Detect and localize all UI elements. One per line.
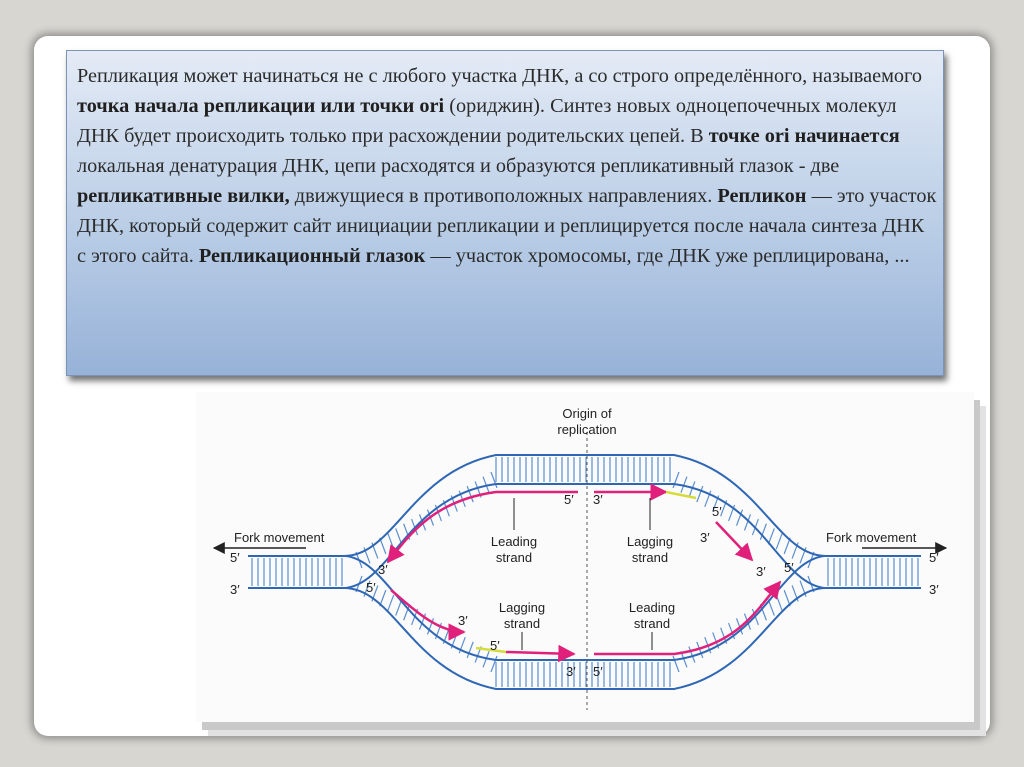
- base-pair-rung: [775, 594, 783, 612]
- bold-term: Репликон: [717, 185, 807, 207]
- base-pair-rung: [767, 599, 775, 616]
- prime-left-fork-b: 5′: [366, 580, 376, 595]
- prime-left-bottom: 3′: [230, 582, 240, 597]
- description-paragraph: Репликация может начинаться не с любого …: [77, 61, 937, 271]
- prime-right-fork-d: 5′: [784, 560, 794, 575]
- base-pair-rung: [696, 641, 704, 659]
- leading-strand-upper-label2: strand: [496, 550, 532, 565]
- leading-strand-upper-label1: Leading: [491, 534, 537, 549]
- base-pair-rung: [379, 537, 387, 555]
- lower-primer: [475, 646, 507, 654]
- prime-left-fork-c: 3′: [458, 613, 468, 628]
- base-pair-rung: [482, 651, 490, 668]
- base-pair-rung: [466, 485, 474, 503]
- bottom-template-strand: [345, 555, 921, 661]
- prime-right-fork-a: 5′: [712, 504, 722, 519]
- prime-right-bottom: 3′: [929, 582, 939, 597]
- base-pair-rung: [735, 509, 744, 526]
- top-template-strand: [248, 483, 825, 589]
- base-pair-rung: [783, 589, 791, 607]
- text-run: движущиеся в противоположных направления…: [289, 185, 718, 207]
- text-run: локальная денатурация ДНК, цепи расходят…: [77, 155, 840, 177]
- prime-upper-center-right: 3′: [593, 492, 603, 507]
- lower-leading-new-strand: [594, 580, 782, 656]
- base-pair-rung: [387, 594, 395, 612]
- lagging-strand-upper-label2: strand: [632, 550, 668, 565]
- base-pair-rung: [466, 641, 474, 659]
- prime-upper-center-left: 5′: [564, 492, 574, 507]
- prime-lower-center-right: 5′: [593, 664, 603, 679]
- base-pair-rung: [743, 514, 752, 531]
- base-pair-rung: [783, 537, 791, 555]
- base-pair-rung: [767, 528, 775, 545]
- base-pair-rung: [490, 655, 498, 673]
- prime-right-top: 5′: [929, 550, 939, 565]
- base-pair-rung: [696, 485, 704, 503]
- base-pair-rungs: [251, 457, 919, 687]
- base-pair-rung: [688, 646, 696, 663]
- text-run: — участок хромосомы, где ДНК уже реплици…: [425, 245, 910, 267]
- bold-term: точке ori начинается: [708, 125, 900, 147]
- leading-strand-lower-label1: Leading: [629, 600, 675, 615]
- base-pair-rung: [387, 532, 395, 550]
- base-pair-rung: [672, 655, 680, 673]
- bold-term: Репликационный глазок: [198, 245, 426, 267]
- base-pair-rung: [680, 476, 688, 493]
- text-run: (ориджин). Синтез новых одноцепочечных м…: [77, 95, 897, 147]
- upper-lagging-new-strand-2: [715, 521, 754, 562]
- fork-right-label: Fork movement: [826, 530, 917, 545]
- prime-left-fork-d: 5′: [490, 638, 500, 653]
- base-pair-rung: [775, 532, 783, 550]
- lower-lagging-new-strand-2: [505, 644, 576, 663]
- base-pair-rung: [403, 604, 411, 621]
- lagging-strand-lower-label2: strand: [504, 616, 540, 631]
- text-run: Репликация может начинаться не с любого …: [77, 65, 923, 87]
- base-pair-rung: [482, 476, 490, 493]
- prime-left-top: 5′: [230, 550, 240, 565]
- top-parent-strand: [248, 454, 921, 557]
- text-box: Репликация может начинаться не с любого …: [66, 50, 944, 376]
- prime-lower-center-left: 3′: [566, 664, 576, 679]
- bold-term: репликативные вилки,: [77, 185, 290, 207]
- bold-term: точка начала репликации или точки ori: [77, 95, 445, 117]
- text-run: — это участок ДНК, который содержит сайт…: [77, 185, 937, 267]
- origin-label-line2: replication: [557, 422, 616, 437]
- origin-label-line1: Origin of: [562, 406, 612, 421]
- leading-strand-lower-label2: strand: [634, 616, 670, 631]
- lower-lagging-new-strand-1: [390, 589, 466, 641]
- upper-primer: [665, 490, 697, 500]
- lagging-strand-upper-label1: Lagging: [627, 534, 673, 549]
- base-pair-rung: [395, 528, 403, 545]
- bottom-parent-strand: [248, 587, 921, 690]
- prime-right-fork-c: 3′: [756, 564, 766, 579]
- fork-left-label: Fork movement: [234, 530, 325, 545]
- prime-right-fork-b: 3′: [700, 530, 710, 545]
- base-pair-rung: [395, 599, 403, 616]
- upper-leading-new-strand: [386, 490, 578, 564]
- base-pair-rung: [672, 471, 680, 489]
- base-pair-rung: [688, 481, 696, 498]
- prime-left-fork-a: 3′: [378, 562, 388, 577]
- base-pair-rung: [379, 589, 387, 607]
- replication-diagram: Origin of replication Fork movement Fork…: [212, 406, 948, 710]
- base-pair-rung: [490, 471, 498, 489]
- base-pair-rung: [759, 523, 767, 540]
- lagging-strand-lower-label1: Lagging: [499, 600, 545, 615]
